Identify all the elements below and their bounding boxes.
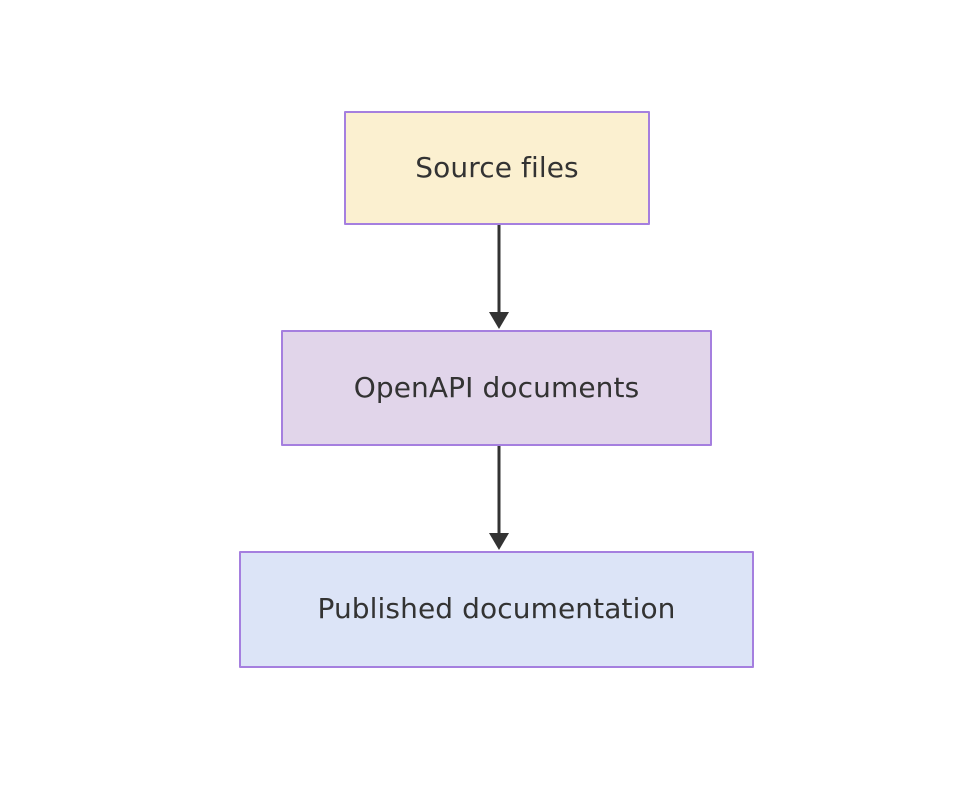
node-openapi-documents-label: OpenAPI documents: [353, 370, 640, 404]
arrowhead-down-icon: [489, 533, 509, 550]
node-source-files-label: Source files: [415, 150, 579, 184]
node-published-documentation[interactable]: Published documentation: [239, 551, 754, 668]
node-published-documentation-label: Published documentation: [317, 592, 676, 626]
node-openapi-documents[interactable]: OpenAPI documents: [281, 330, 712, 446]
node-source-files[interactable]: Source files: [344, 111, 650, 225]
arrowhead-down-icon: [489, 312, 509, 329]
